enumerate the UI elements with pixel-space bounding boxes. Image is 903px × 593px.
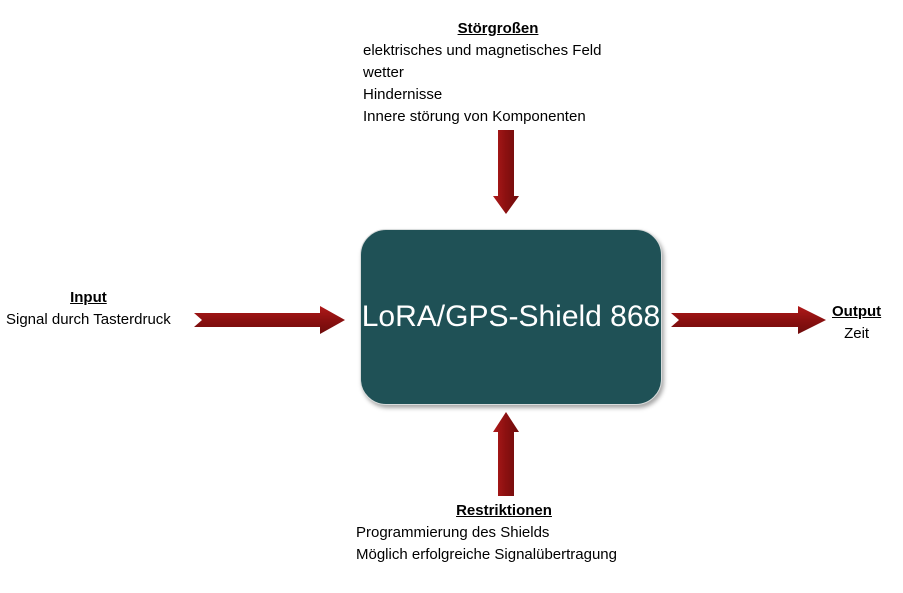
output-block: Output Zeit xyxy=(832,301,881,345)
system-box-label: LoRA/GPS-Shield 868 xyxy=(361,300,661,333)
output-text: Zeit xyxy=(844,325,870,342)
restriktionen-heading: Restriktionen xyxy=(456,502,552,519)
restriktionen-block: Restriktionen Programmierung des Shields… xyxy=(356,500,652,566)
output-heading: Output xyxy=(832,303,882,320)
arrow-input xyxy=(194,306,345,334)
stoergroessen-item: Innere störung von Komponenten xyxy=(363,108,586,125)
stoergroessen-item: elektrisches und magnetisches Feld xyxy=(363,42,602,59)
stoergroessen-block: Störgroßen elektrisches und magnetisches… xyxy=(363,18,633,128)
arrow-output xyxy=(671,306,826,334)
input-block: Input Signal durch Tasterdruck xyxy=(6,287,171,331)
restriktionen-item: Programmierung des Shields xyxy=(356,524,550,541)
stoergroessen-item: Hindernisse xyxy=(363,86,443,103)
arrow-stoergroessen xyxy=(493,130,519,214)
arrow-restriktionen xyxy=(493,412,519,496)
input-text: Signal durch Tasterdruck xyxy=(6,311,171,328)
input-heading: Input xyxy=(70,289,107,306)
system-box: LoRA/GPS-Shield 868 xyxy=(360,229,662,405)
stoergroessen-heading: Störgroßen xyxy=(457,20,539,37)
restriktionen-item: Möglich erfolgreiche Signalübertragung xyxy=(356,546,617,563)
stoergroessen-item: wetter xyxy=(363,64,404,81)
